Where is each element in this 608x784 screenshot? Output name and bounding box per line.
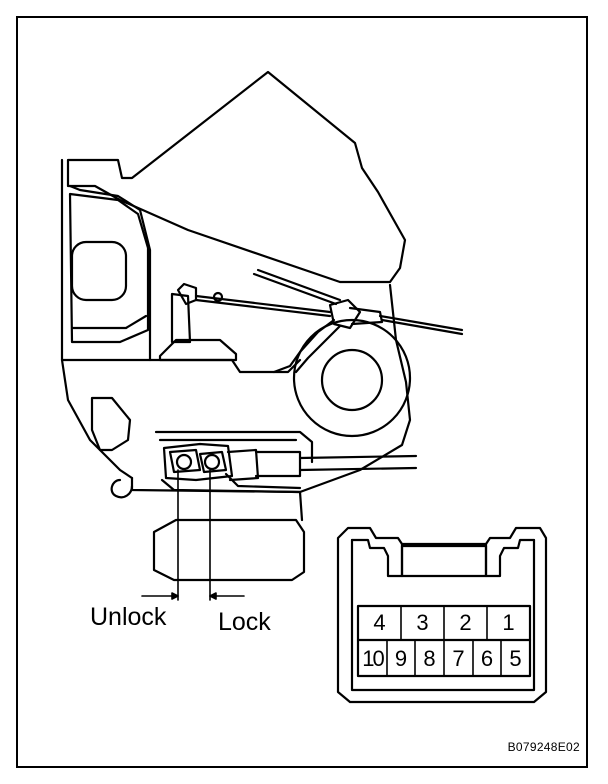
linkage-rod xyxy=(158,268,464,374)
pin-label: 3 xyxy=(416,610,429,635)
pin-label: 6 xyxy=(480,646,494,671)
pin-label: 7 xyxy=(452,646,465,671)
motor-housing xyxy=(292,318,412,438)
connector-pin-grid xyxy=(386,605,502,677)
actuator-housing xyxy=(60,70,412,499)
pin-label: 8 xyxy=(423,646,436,671)
bottom-plate xyxy=(152,518,306,582)
pin-label: 2 xyxy=(459,610,472,635)
lock-switch-assembly xyxy=(154,430,418,522)
pin-label: 9 xyxy=(394,646,408,671)
lock-label: Lock xyxy=(218,608,271,636)
pin-label: 10 xyxy=(362,646,384,671)
pin-label: 4 xyxy=(373,610,386,635)
figure-frame xyxy=(16,16,588,768)
pin-label: 5 xyxy=(509,646,522,671)
pin-label: 1 xyxy=(502,610,515,635)
position-indicator xyxy=(141,469,245,601)
figure-code: B079248E02 xyxy=(507,740,580,754)
unlock-label: Unlock xyxy=(90,603,167,631)
